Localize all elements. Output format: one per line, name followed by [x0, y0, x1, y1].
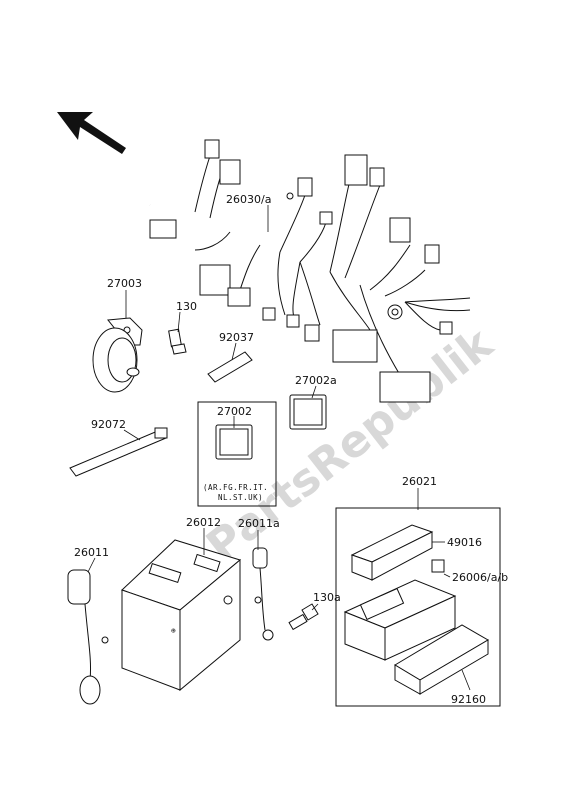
svg-text:⊕: ⊕ — [171, 626, 176, 635]
relay-box: (AR.FG.FR.IT. NL.ST.UK) — [197, 401, 277, 507]
horn-drawing — [92, 317, 187, 393]
part-labels: 26030/a 27003 130 92037 27002a 27002 920… — [74, 193, 508, 706]
label-band[interactable]: 92072 — [91, 418, 126, 431]
label-relay-a[interactable]: 27002a — [295, 374, 337, 387]
front-direction-arrow-icon — [57, 112, 126, 154]
label-ground-lead[interactable]: 26011 — [74, 546, 109, 559]
label-fuse[interactable]: 26006/a/b — [452, 571, 508, 584]
pad-drawing — [207, 351, 253, 383]
label-fuse-box-bracket[interactable]: 92160 — [451, 693, 486, 706]
label-horn[interactable]: 27003 — [107, 277, 142, 290]
label-fuse-box-cover[interactable]: 49016 — [447, 536, 482, 549]
region-codes-line-2: NL.ST.UK) — [218, 493, 263, 502]
battery-lead-drawing — [252, 547, 274, 641]
label-pad[interactable]: 92037 — [219, 331, 254, 344]
leader-lines — [87, 205, 471, 691]
relay-a-drawing — [289, 394, 327, 430]
label-battery-lead[interactable]: 26011a — [238, 517, 280, 530]
label-battery[interactable]: 26012 — [186, 516, 221, 529]
label-harness[interactable]: 26030/a — [226, 193, 271, 206]
label-lead-bolt[interactable]: 130a — [313, 591, 341, 604]
ground-lead-drawing — [67, 569, 109, 705]
fuse-box-set — [335, 507, 501, 707]
wiring-harness-drawing — [149, 139, 471, 403]
label-horn-bolt[interactable]: 130 — [176, 300, 197, 313]
band-drawing — [69, 427, 168, 477]
label-relay[interactable]: 27002 — [217, 405, 252, 418]
region-codes-line-1: (AR.FG.FR.IT. — [203, 483, 268, 492]
label-fuse-box-set[interactable]: 26021 — [402, 475, 437, 488]
battery-drawing: ⊕ — [121, 539, 242, 692]
